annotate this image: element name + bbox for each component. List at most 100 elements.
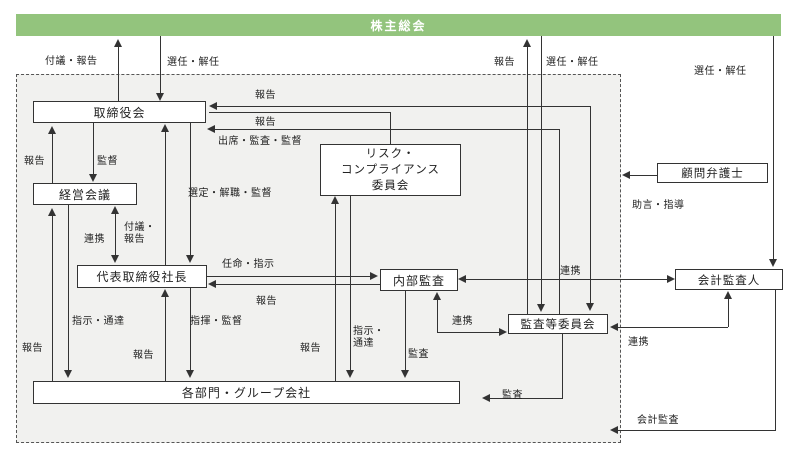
edge-label-hokoku-board1: 報告 — [255, 90, 276, 101]
line-president-command-divisions — [190, 288, 191, 373]
edge-label-sennin-top-right: 選任・解任 — [694, 66, 747, 77]
line-accounting-audit-v — [775, 290, 776, 430]
line-risk-report-v — [390, 112, 391, 144]
line-mgmt-report-board — [52, 132, 53, 183]
edge-label-hokoku-bl: 報告 — [22, 343, 43, 354]
arrow-internalaudit-report-president — [208, 280, 216, 288]
node-management-meeting: 経営会議 — [33, 183, 137, 205]
arrow-board-to-shareholders — [114, 39, 122, 47]
line-mgmt-president-link — [115, 212, 116, 258]
line-attend-audit-supervise-h — [215, 129, 560, 130]
edge-label-renkei-mgmt: 連携 — [84, 234, 105, 245]
arrow-internalaudit-audit-divisions — [401, 370, 409, 378]
edge-label-kantoku: 監督 — [97, 156, 118, 167]
line-board-report-h — [214, 106, 591, 107]
arrow-link-into-auditor-bottom — [724, 291, 732, 299]
arrow-auditcmte-report-shareholders — [523, 39, 531, 47]
edge-label-sennin-top-mid: 選任・解任 — [546, 57, 599, 68]
arrow-divisions-report-risk — [331, 196, 339, 204]
line-internalaudit-auditor-link — [464, 279, 670, 280]
line-attend-audit-supervise-v — [559, 129, 560, 314]
arrow-report-into-auditcmte — [586, 303, 594, 311]
risk-committee-line2: コンプライアンス — [341, 164, 440, 176]
line-legal-advice — [629, 175, 657, 176]
edge-label-kansa-internal: 監査 — [408, 349, 429, 360]
arrow-board-supervise-mgmt — [89, 174, 97, 182]
line-shareholders-to-board — [160, 36, 161, 94]
line-shareholders-appoint-auditcmte — [541, 36, 542, 305]
arrow-president-appoint-internalaudit — [370, 272, 378, 280]
edge-label-fugi-hokoku-mid: 付議・報告 — [124, 222, 156, 245]
risk-committee-line3: 委員会 — [371, 180, 410, 192]
edge-label-kaikei: 会計監査 — [637, 415, 679, 426]
line-shareholders-appoint-auditor — [773, 36, 774, 260]
edge-label-hokoku-mid2: 報告 — [133, 350, 154, 361]
arrow-risk-direct-divisions — [346, 370, 354, 378]
edge-label-sennin-top-left: 選任・解任 — [167, 57, 220, 68]
edge-label-hokoku-president: 報告 — [256, 296, 277, 307]
node-audit-committee: 監査等委員会 — [508, 314, 608, 334]
node-divisions-group-companies: 各部門・グループ会社 — [33, 381, 460, 404]
line-board-to-shareholders — [118, 46, 119, 101]
node-internal-audit: 内部監査 — [380, 269, 458, 291]
arrow-link-into-mgmt — [111, 206, 119, 214]
arrow-link-into-auditcmte-right — [610, 323, 618, 331]
line-auditcmte-audit-divisions-h — [489, 398, 563, 399]
arrow-link-into-president — [111, 255, 119, 263]
arrow-shareholders-appoint-auditor — [769, 259, 777, 267]
edge-label-shiji-left: 指示・通達 — [72, 316, 125, 327]
edge-label-renkei-auditor: 連携 — [560, 266, 581, 277]
arrow-president-command-divisions — [186, 370, 194, 378]
edge-label-ninmei: 任命・指示 — [222, 259, 275, 270]
arrow-link-into-auditcmte-left — [499, 328, 507, 336]
arrow-link-into-internalaudit — [458, 275, 466, 283]
line-board-supervise-mgmt — [93, 123, 94, 175]
line-auditcmte-report-shareholders — [527, 46, 528, 314]
node-president: 代表取締役社長 — [77, 265, 207, 288]
arrow-shareholders-to-board — [156, 93, 164, 101]
arrow-mgmt-report-board — [48, 126, 56, 134]
node-board-of-directors: 取締役会 — [33, 101, 206, 123]
arrow-report-into-board — [209, 102, 217, 110]
node-accounting-auditor: 会計監査人 — [675, 269, 783, 290]
line-mgmt-direct-divisions — [68, 205, 69, 373]
node-legal-advisor: 顧問弁護士 — [657, 163, 768, 183]
line-auditcmte-auditor-v — [728, 298, 729, 327]
line-auditcmte-audit-divisions-v — [562, 334, 563, 398]
edge-label-shiki: 指揮・監督 — [190, 316, 243, 327]
arrow-board-select-president — [186, 255, 194, 263]
line-accounting-audit-h — [617, 430, 776, 431]
arrow-divisions-report-mgmt — [48, 208, 56, 216]
edge-label-renkei-auditcmte: 連携 — [628, 337, 649, 348]
arrow-link-into-auditor — [667, 275, 675, 283]
arrow-divisions-report-president — [161, 289, 169, 297]
edge-label-hokoku-risk: 報告 — [300, 343, 321, 354]
edge-label-sentei: 選定・解職・監督 — [188, 188, 272, 199]
edge-label-hokoku-board2: 報告 — [255, 117, 276, 128]
line-divisions-report-risk — [335, 203, 336, 381]
arrow-auditcmte-audit-divisions — [482, 394, 490, 402]
line-president-appoint-internalaudit — [207, 276, 373, 277]
line-auditcmte-auditor-h — [616, 327, 728, 328]
line-internalaudit-report-president — [215, 284, 380, 285]
node-risk-compliance-committee: リスク・ コンプライアンス 委員会 — [320, 144, 461, 196]
edge-label-kansa-cmte: 監査 — [502, 390, 523, 401]
edge-label-hokoku-top-mid: 報告 — [494, 57, 515, 68]
node-shareholders-meeting: 株主総会 — [16, 14, 781, 36]
arrow-president-report-board — [161, 124, 169, 132]
edge-label-shusseki: 出席・監査・監督 — [218, 136, 302, 147]
edge-label-fugi-hokoku-top: 付議・報告 — [45, 56, 98, 67]
line-president-report-board — [165, 131, 166, 265]
arrow-attend-into-board — [207, 125, 215, 133]
edge-label-renkei-internalaudit: 連携 — [452, 316, 473, 327]
line-board-select-president — [190, 123, 191, 256]
edge-label-jogen: 助言・指導 — [632, 200, 685, 211]
line-internalaudit-audit-divisions — [405, 291, 406, 373]
edge-label-shiji-mid: 指示・通達 — [353, 326, 385, 349]
arrow-link-into-internalaudit-bottom — [433, 292, 441, 300]
arrow-mgmt-direct-divisions — [64, 370, 72, 378]
line-board-report-v — [590, 106, 591, 306]
arrow-legal-advice — [622, 171, 630, 179]
line-divisions-report-president — [165, 295, 166, 381]
